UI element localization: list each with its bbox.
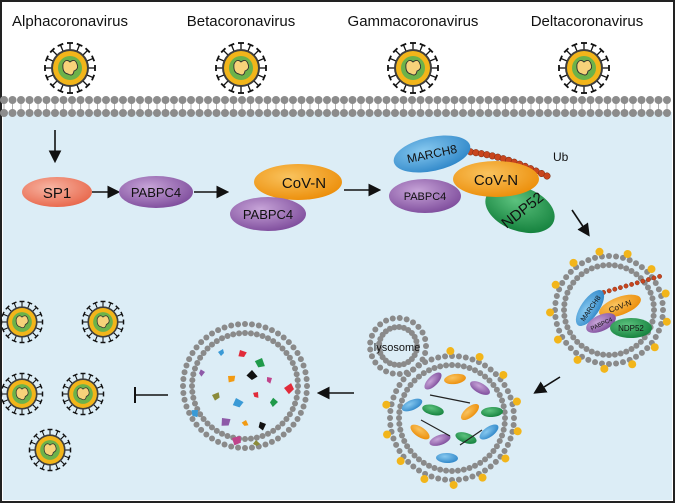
- label-deltacoronavirus: Deltacoronavirus: [531, 13, 644, 30]
- virus-particle: [387, 42, 439, 94]
- pabpc4-protein: [119, 176, 193, 208]
- pabpc4-march-protein: [389, 179, 461, 213]
- virus-particle: [61, 372, 105, 416]
- ndp52-small-label: NDP52: [618, 324, 644, 333]
- virus-particle: [215, 42, 267, 94]
- label-gammacoronavirus: Gammacoronavirus: [348, 13, 479, 30]
- march8-small: [575, 290, 605, 326]
- arrow-to-autolysosome: [533, 376, 561, 394]
- pabpc4-march-label: PABPC4: [404, 191, 447, 203]
- pabpc4-label: PABPC4: [131, 185, 181, 200]
- inhibition-symbol: [134, 387, 168, 403]
- virus-particle: [28, 428, 72, 472]
- march8-protein: [393, 135, 471, 173]
- cell-membrane: [0, 96, 671, 117]
- covn-march-protein: [453, 161, 539, 197]
- pabpc4-small: [586, 313, 616, 333]
- ndp52-protein: [485, 184, 555, 234]
- ndp52-small: [610, 318, 652, 338]
- covn-small: [599, 294, 641, 318]
- virus-particle: [81, 300, 125, 344]
- autolysosome: [382, 347, 522, 489]
- virus-particle: [558, 42, 610, 94]
- degradation-vesicle: [180, 321, 310, 451]
- virus-particle: [0, 372, 44, 416]
- autophagosome: MARCH8 CoV-N PABPC4 NDP52: [546, 247, 671, 373]
- covn-march-label: CoV-N: [474, 172, 518, 189]
- lysosome: [367, 315, 429, 377]
- ubiquitin-chain: [461, 147, 551, 180]
- lysosome-label: lysosome: [374, 342, 420, 354]
- virus-particle: [44, 42, 96, 94]
- label-betacoronavirus: Betacoronavirus: [187, 13, 295, 30]
- pabpc4-complex-label: PABPC4: [243, 207, 293, 222]
- pabpc4-complex-protein: [230, 197, 306, 231]
- sp1-protein: [22, 177, 92, 207]
- ub-label: Ub: [553, 150, 569, 164]
- virus-particle: [0, 300, 44, 344]
- arrow-to-autophagosome: [571, 209, 590, 237]
- label-alphacoronavirus: Alphacoronavirus: [12, 13, 128, 30]
- covn-protein: [254, 164, 342, 200]
- virus-particles: [0, 42, 610, 472]
- covn-label: CoV-N: [282, 175, 326, 192]
- sp1-label: SP1: [43, 185, 71, 202]
